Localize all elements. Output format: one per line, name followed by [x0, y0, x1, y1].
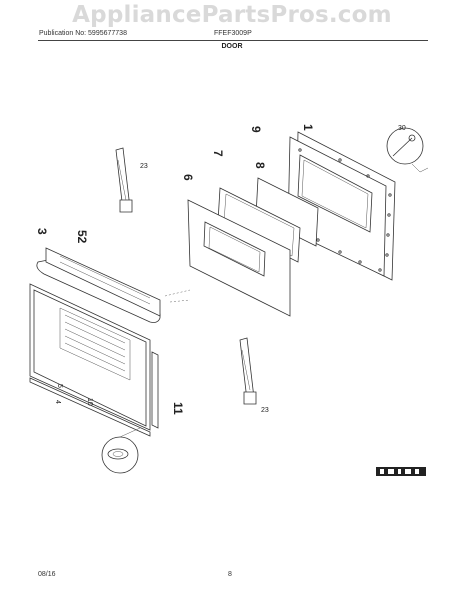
header-divider	[38, 40, 428, 41]
callout-part-10: 10	[86, 398, 93, 406]
bottom-trim	[29, 377, 151, 437]
diagram-code-label	[376, 467, 426, 476]
inner-glass-panels	[217, 177, 319, 263]
callout-part-2: 9	[249, 126, 263, 133]
callout-part-3: 3	[35, 228, 49, 235]
outer-door-panel	[29, 283, 151, 431]
publication-number: Publication No: 5995677738	[39, 30, 127, 37]
callout-part-52: 52	[75, 230, 89, 244]
door-handle	[36, 247, 161, 323]
side-trim	[151, 351, 159, 429]
callout-hinge-top: 23	[140, 163, 148, 170]
callout-part-7: 7	[211, 150, 225, 157]
inset-circle-top: 30	[386, 125, 424, 165]
callout-part-8: 8	[253, 162, 267, 169]
section-title: DOOR	[221, 43, 243, 50]
watermark-text: AppliancePartsPros.com	[72, 2, 392, 28]
callout-part-4: 4	[54, 400, 61, 404]
inner-door-frame	[187, 199, 291, 317]
model-number: FFEF3009P	[214, 30, 252, 37]
callout-part-5: 5	[56, 384, 63, 388]
callout-part-30: 30	[398, 125, 406, 132]
inset-circle-bottom	[101, 436, 139, 474]
hinge-bottom	[239, 337, 257, 405]
hinge-top	[115, 147, 133, 213]
footer-date: 08/16	[38, 571, 56, 578]
callout-part-1: 1	[301, 124, 315, 131]
callout-part-11: 11	[171, 402, 185, 415]
callout-part-6: 6	[181, 174, 195, 181]
callout-hinge-bottom: 23	[261, 407, 269, 414]
footer-page-number: 8	[228, 571, 232, 578]
